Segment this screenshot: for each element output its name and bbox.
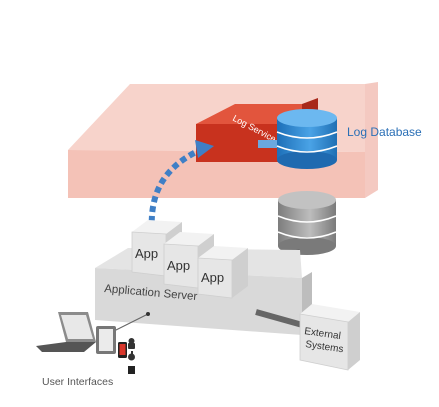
user-interfaces-label: User Interfaces (42, 376, 113, 388)
external-label-line2: Systems (305, 339, 345, 355)
laptop-icon (36, 312, 96, 352)
app-box-3: App (197, 246, 248, 299)
external-systems-box: External Systems (299, 304, 360, 371)
server-external-connector (255, 309, 307, 329)
arrow-head (195, 140, 214, 158)
service-db-connector (258, 140, 288, 148)
gray-database-cylinder (277, 191, 337, 255)
app-label-3: App (201, 270, 224, 285)
app-label-2: App (167, 258, 190, 273)
tablet-icon (96, 326, 116, 354)
app-box-1: App (131, 220, 182, 277)
windows-icon (128, 366, 135, 374)
log-database-cylinder (276, 109, 338, 169)
connector-dot (146, 312, 150, 316)
external-label-line1: External (304, 326, 342, 342)
devices-server-connector (111, 313, 149, 333)
phone-icon (118, 342, 127, 358)
app-label-1: App (135, 246, 158, 261)
log-database-label: Log Database (347, 125, 422, 139)
apple-icon (128, 351, 135, 361)
android-icon (128, 338, 135, 349)
